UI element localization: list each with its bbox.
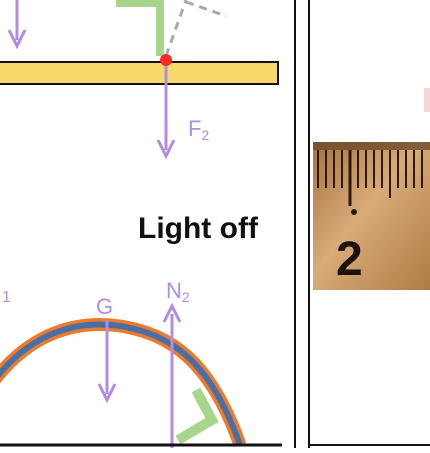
green-bracket <box>116 0 164 56</box>
force-f2-arrow <box>156 60 176 160</box>
label-f2: F2 <box>188 116 210 143</box>
contact-point <box>160 54 172 66</box>
left-force-arrow <box>7 0 27 50</box>
label-n2: N2 <box>166 278 190 305</box>
left-partial-subscript: 1 <box>2 289 11 306</box>
dashed-guide <box>164 0 227 57</box>
normal-force-arrow <box>162 302 182 448</box>
green-wedge <box>175 387 219 445</box>
ruler-photo <box>313 88 430 290</box>
gravity-arrow <box>97 320 117 404</box>
label-gravity: G <box>96 294 114 319</box>
ruler-number: 2 <box>336 233 363 286</box>
arch-inner-layer <box>0 321 243 446</box>
section-title: Light off <box>138 212 258 245</box>
beam <box>0 61 279 85</box>
